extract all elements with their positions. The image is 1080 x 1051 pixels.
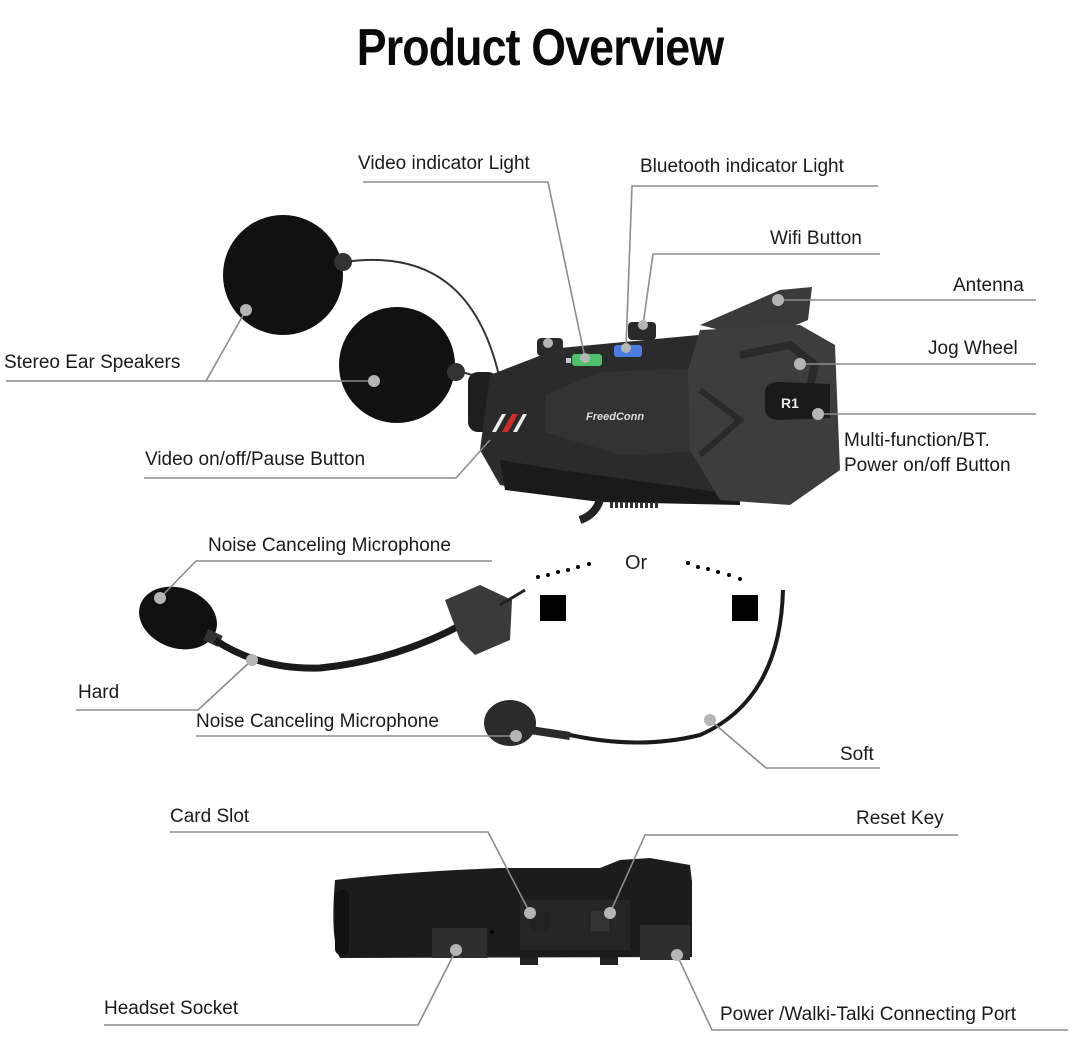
label-noise-mic-hard: Noise Canceling Microphone bbox=[208, 535, 451, 556]
brand-logo: FreedConn bbox=[586, 411, 644, 423]
intercom-device-side bbox=[333, 858, 692, 965]
soft-wired-microphone bbox=[484, 589, 785, 746]
or-separator bbox=[536, 561, 758, 621]
callout-dots bbox=[154, 294, 824, 961]
label-noise-mic-soft: Noise Canceling Microphone bbox=[196, 711, 439, 732]
label-multi-function-line2: Power on/off Button bbox=[844, 455, 1011, 476]
label-video-button: Video on/off/Pause Button bbox=[145, 449, 366, 470]
label-reset-key: Reset Key bbox=[856, 808, 944, 829]
label-video-indicator-light: Video indicator Light bbox=[358, 153, 530, 174]
label-jog-wheel: Jog Wheel bbox=[928, 338, 1018, 359]
label-card-slot: Card Slot bbox=[170, 806, 250, 827]
page-title: Product Overview bbox=[356, 19, 724, 77]
leader-lines bbox=[6, 181, 1068, 1031]
label-wifi-button: Wifi Button bbox=[770, 228, 862, 249]
label-hard: Hard bbox=[78, 682, 120, 703]
label-soft: Soft bbox=[840, 744, 874, 765]
label-stereo-ear-speakers: Stereo Ear Speakers bbox=[4, 352, 181, 373]
hard-boom-microphone bbox=[139, 585, 526, 672]
label-antenna: Antenna bbox=[953, 275, 1024, 296]
label-power-port: Power /Walki-Talki Connecting Port bbox=[720, 1004, 1017, 1025]
or-label: Or bbox=[625, 552, 648, 574]
label-bluetooth-indicator-light: Bluetooth indicator Light bbox=[640, 156, 844, 177]
r1-button-label: R1 bbox=[781, 395, 799, 411]
label-multi-function-line1: Multi-function/BT. bbox=[844, 430, 990, 451]
label-headset-socket: Headset Socket bbox=[104, 998, 239, 1019]
ear-speakers-illustration bbox=[223, 215, 501, 423]
